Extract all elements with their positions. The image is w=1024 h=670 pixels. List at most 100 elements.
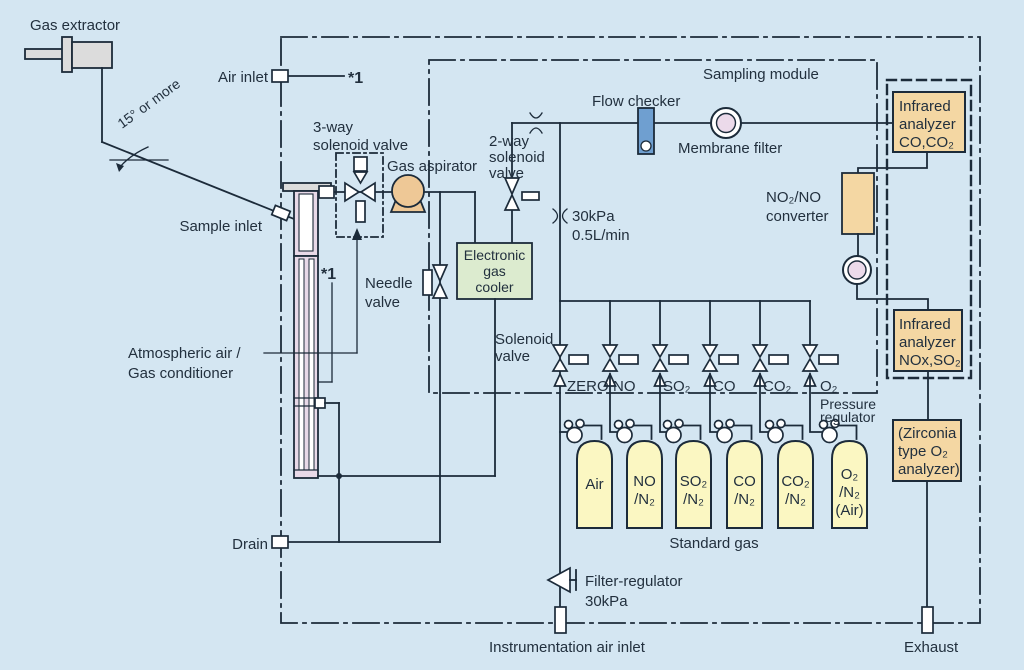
ir-co-co2-label: analyzer [899, 116, 956, 133]
three-way-solenoid-valve [344, 156, 376, 223]
pressure-regulator-o2 [818, 418, 858, 444]
cylinder-co2-n2 [777, 439, 814, 529]
needle-valve-body [422, 269, 433, 296]
cylinder-air-label: Air [585, 476, 603, 493]
probe-side-connector [314, 397, 326, 409]
solenoid-valve-co [701, 344, 739, 387]
air-inlet-label: Air inlet [218, 69, 269, 86]
cylinder-no-label: NO [633, 473, 656, 490]
feed-line-o2 [809, 373, 823, 433]
cylinder-o2-label: (Air) [835, 502, 863, 519]
cooler-label: cooler [475, 279, 513, 295]
cylinder-no-label: /N₂ [634, 491, 655, 508]
restrictor-icon [529, 127, 543, 134]
line-filter [842, 255, 872, 285]
gas-extractor-probe-tube [24, 48, 66, 60]
electronic-gas-cooler [456, 242, 533, 300]
gas-extractor-flange [61, 36, 73, 73]
filter-regulator-label: 30kPa [585, 593, 628, 610]
two-way-valve-label: 2-way [489, 133, 530, 150]
cylinder-so2-n2 [675, 439, 712, 529]
zirconia-label: type O₂ [898, 443, 948, 460]
sample-inlet-connector [270, 204, 292, 222]
flow-arrow-icon [553, 371, 567, 387]
solenoid-valve-label: valve [495, 348, 530, 365]
exhaust-label: Exhaust [904, 639, 959, 656]
ir-nox-so2-label: analyzer [899, 334, 956, 351]
two-way-solenoid-valve [503, 177, 540, 211]
probe-inner-tube-right [308, 258, 315, 471]
restrictor-spec-label: 0.5L/min [572, 227, 630, 244]
channel-label-o2: O₂ [820, 378, 838, 395]
ir-nox-so2-label: NOx,SO₂ [899, 352, 961, 369]
two-way-valve-label: solenoid [489, 149, 545, 166]
pressure-regulator-air [563, 418, 603, 444]
cylinder-o2-label: O₂ [841, 466, 859, 483]
instrument-air-connector [554, 606, 567, 634]
channel-label-so2: SO₂ [663, 378, 691, 395]
valve-top-triangle-icon [503, 177, 521, 197]
valve-top-port [353, 156, 368, 172]
zirconia-label: analyzer) [898, 461, 960, 478]
probe-inner-tube-upper [298, 193, 314, 252]
flow-checker-label: Flow checker [592, 93, 680, 110]
sample-inlet-label: Sample inlet [179, 218, 262, 235]
three-way-valve-enclosure [335, 152, 384, 238]
analyzer-unit-boundary [885, 78, 973, 380]
needle-valve-bottom-triangle-icon [431, 280, 449, 299]
footnote-marker-top: *1 [348, 70, 363, 87]
cylinder-so2-label: /N₂ [683, 491, 704, 508]
atmospheric-label: Atmospheric air / [128, 345, 241, 362]
probe-inner-tube-left [298, 258, 305, 471]
cylinder-o2-n2-air [831, 439, 868, 529]
filter-regulator [546, 566, 577, 594]
pressure-regulator-so2 [662, 418, 702, 444]
valve-right-triangle-icon [359, 181, 376, 203]
needle-valve [422, 264, 449, 299]
gas-aspirator-label: Gas aspirator [387, 158, 477, 175]
needle-valve-label: Needle [365, 275, 413, 292]
system-boundary [280, 36, 981, 624]
cooler-label: Electronic [464, 247, 525, 263]
zirconia-label: (Zirconia [898, 425, 957, 442]
air-inlet-connector [271, 69, 289, 83]
junction-dot [336, 473, 342, 479]
standard-gas-label: Standard gas [669, 535, 758, 552]
channel-label-co2: CO₂ [763, 378, 792, 395]
two-way-valve-label: valve [489, 165, 524, 182]
gas-extractor-label: Gas extractor [30, 17, 120, 34]
pressure-regulator-co2 [764, 418, 804, 444]
ir-co-co2-label: CO,CO₂ [899, 134, 954, 151]
sampling-module-boundary [428, 59, 878, 394]
probe-outlet-connector [318, 185, 335, 199]
cylinder-co-label: /N₂ [734, 491, 755, 508]
ir-analyzer-nox-so2 [893, 309, 963, 372]
no2-no-converter [841, 172, 875, 235]
ir-analyzer-co-co2 [892, 91, 966, 153]
drain-connector [271, 535, 289, 549]
line-filter-inner [847, 260, 867, 280]
atmospheric-label: Gas conditioner [128, 365, 233, 382]
filter-to-nox-analyzer-line [856, 283, 929, 311]
restrictor-spec-label: 30kPa [572, 208, 615, 225]
needle-valve-top-triangle-icon [431, 264, 449, 284]
valve-bottom-triangle-icon [503, 192, 521, 211]
cylinder-no-n2 [626, 439, 663, 529]
pressure-regulator-label: regulator [820, 409, 876, 425]
flow-checker-float-icon [640, 140, 652, 152]
valve-left-triangle-icon [344, 181, 361, 203]
feed-line-co [709, 373, 718, 433]
solenoid-valve-o2 [801, 344, 839, 387]
membrane-filter-label: Membrane filter [678, 140, 782, 157]
cylinder-co2-label: CO₂ [781, 473, 810, 490]
exhaust-connector [921, 606, 934, 634]
footnote-marker-probe: *1 [321, 266, 336, 283]
restrictor-icon [561, 208, 568, 224]
channel-label-no: NO [613, 378, 636, 395]
membrane-filter-inner [715, 112, 737, 134]
ir-co-co2-label: Infrared [899, 98, 951, 115]
valve-top-triangle-icon [352, 171, 369, 185]
